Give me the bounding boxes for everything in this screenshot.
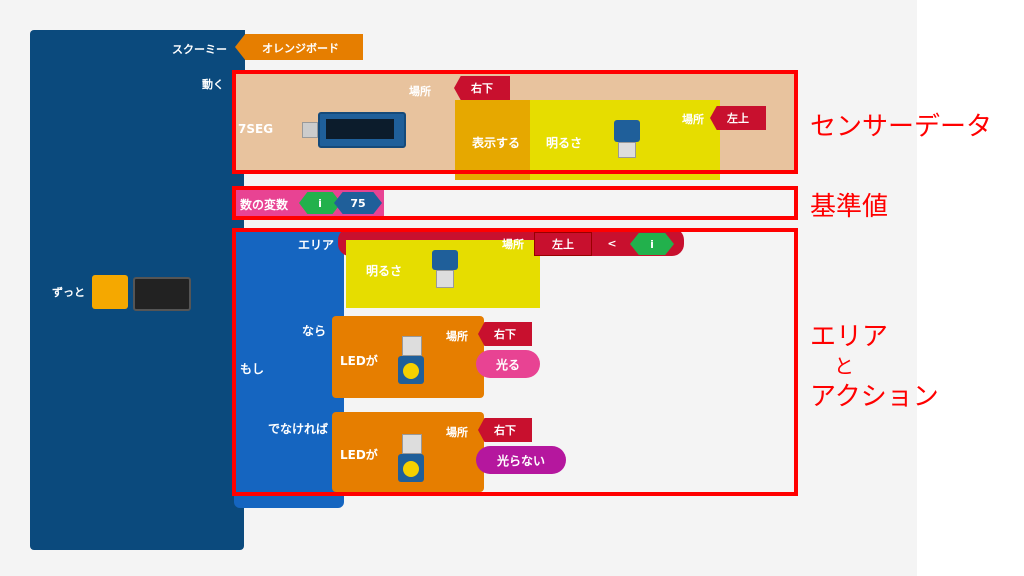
then-led-icon	[398, 356, 424, 384]
seven-seg-port-icon	[302, 122, 318, 138]
seven-seg-place-value[interactable]: 右下	[454, 76, 510, 100]
light-sensor-icon	[614, 120, 640, 142]
compare-operator[interactable]: <	[592, 232, 632, 254]
seven-seg-place-label: 場所	[409, 85, 431, 98]
sensor-annotation: センサーデータ	[810, 112, 993, 142]
then-label: なら	[302, 324, 327, 338]
schoolmi-board-icon	[92, 275, 128, 309]
board-select[interactable]	[235, 34, 363, 60]
else-label: でなければ	[268, 422, 329, 436]
light-sensor-port-icon	[618, 142, 636, 158]
area-annotation-line3: アクション	[810, 382, 939, 412]
else-led-icon	[398, 454, 424, 482]
area-place-value[interactable]: 左上	[534, 232, 592, 256]
area-light-sensor-icon	[432, 250, 458, 270]
else-led-port-icon	[402, 434, 422, 454]
then-led-label: LEDが	[340, 354, 378, 368]
then-place-value[interactable]: 右下	[478, 322, 532, 346]
sensor-highlight-box	[232, 70, 798, 174]
then-place-label: 場所	[446, 330, 468, 343]
compare-var[interactable]: i	[630, 233, 674, 255]
variable-label: 数の変数	[240, 198, 289, 212]
then-action-on[interactable]: 光る	[476, 350, 540, 378]
board-name: オレンジボード	[262, 42, 339, 55]
display-label: 表示する	[472, 136, 521, 150]
if-label: もし	[240, 362, 265, 376]
else-place-value[interactable]: 右下	[478, 418, 532, 442]
else-led-label: LEDが	[340, 448, 378, 462]
sprite-label: スクーミー	[172, 43, 227, 56]
threshold-annotation: 基準値	[810, 192, 889, 222]
area-label: エリア	[298, 238, 335, 252]
area-annotation-line1: エリア	[810, 322, 889, 352]
brightness-label: 明るさ	[546, 136, 583, 150]
area-place-label: 場所	[502, 238, 524, 251]
sensor-place-label: 場所	[682, 113, 704, 126]
else-place-label: 場所	[446, 426, 468, 439]
variable-name[interactable]: i	[299, 192, 341, 214]
threshold-highlight-box	[232, 186, 798, 220]
if-else-block[interactable]	[234, 228, 344, 508]
display-block[interactable]	[455, 100, 535, 180]
then-led-port-icon	[402, 336, 422, 356]
area-annotation-line2: と	[834, 354, 854, 378]
sensor-place-value[interactable]: 左上	[710, 106, 766, 130]
orange-board-icon	[133, 277, 191, 311]
forever-label: ずっと	[52, 286, 85, 299]
area-brightness-label: 明るさ	[366, 264, 403, 278]
variable-value[interactable]: 75	[334, 192, 382, 214]
seven-seg-display-icon	[318, 112, 406, 148]
else-action-off[interactable]: 光らない	[476, 446, 566, 474]
area-light-sensor-port-icon	[436, 270, 454, 288]
area-action-highlight-box	[232, 228, 798, 496]
move-label: 動く	[202, 78, 224, 91]
seven-seg-label: 7SEG	[238, 122, 274, 136]
